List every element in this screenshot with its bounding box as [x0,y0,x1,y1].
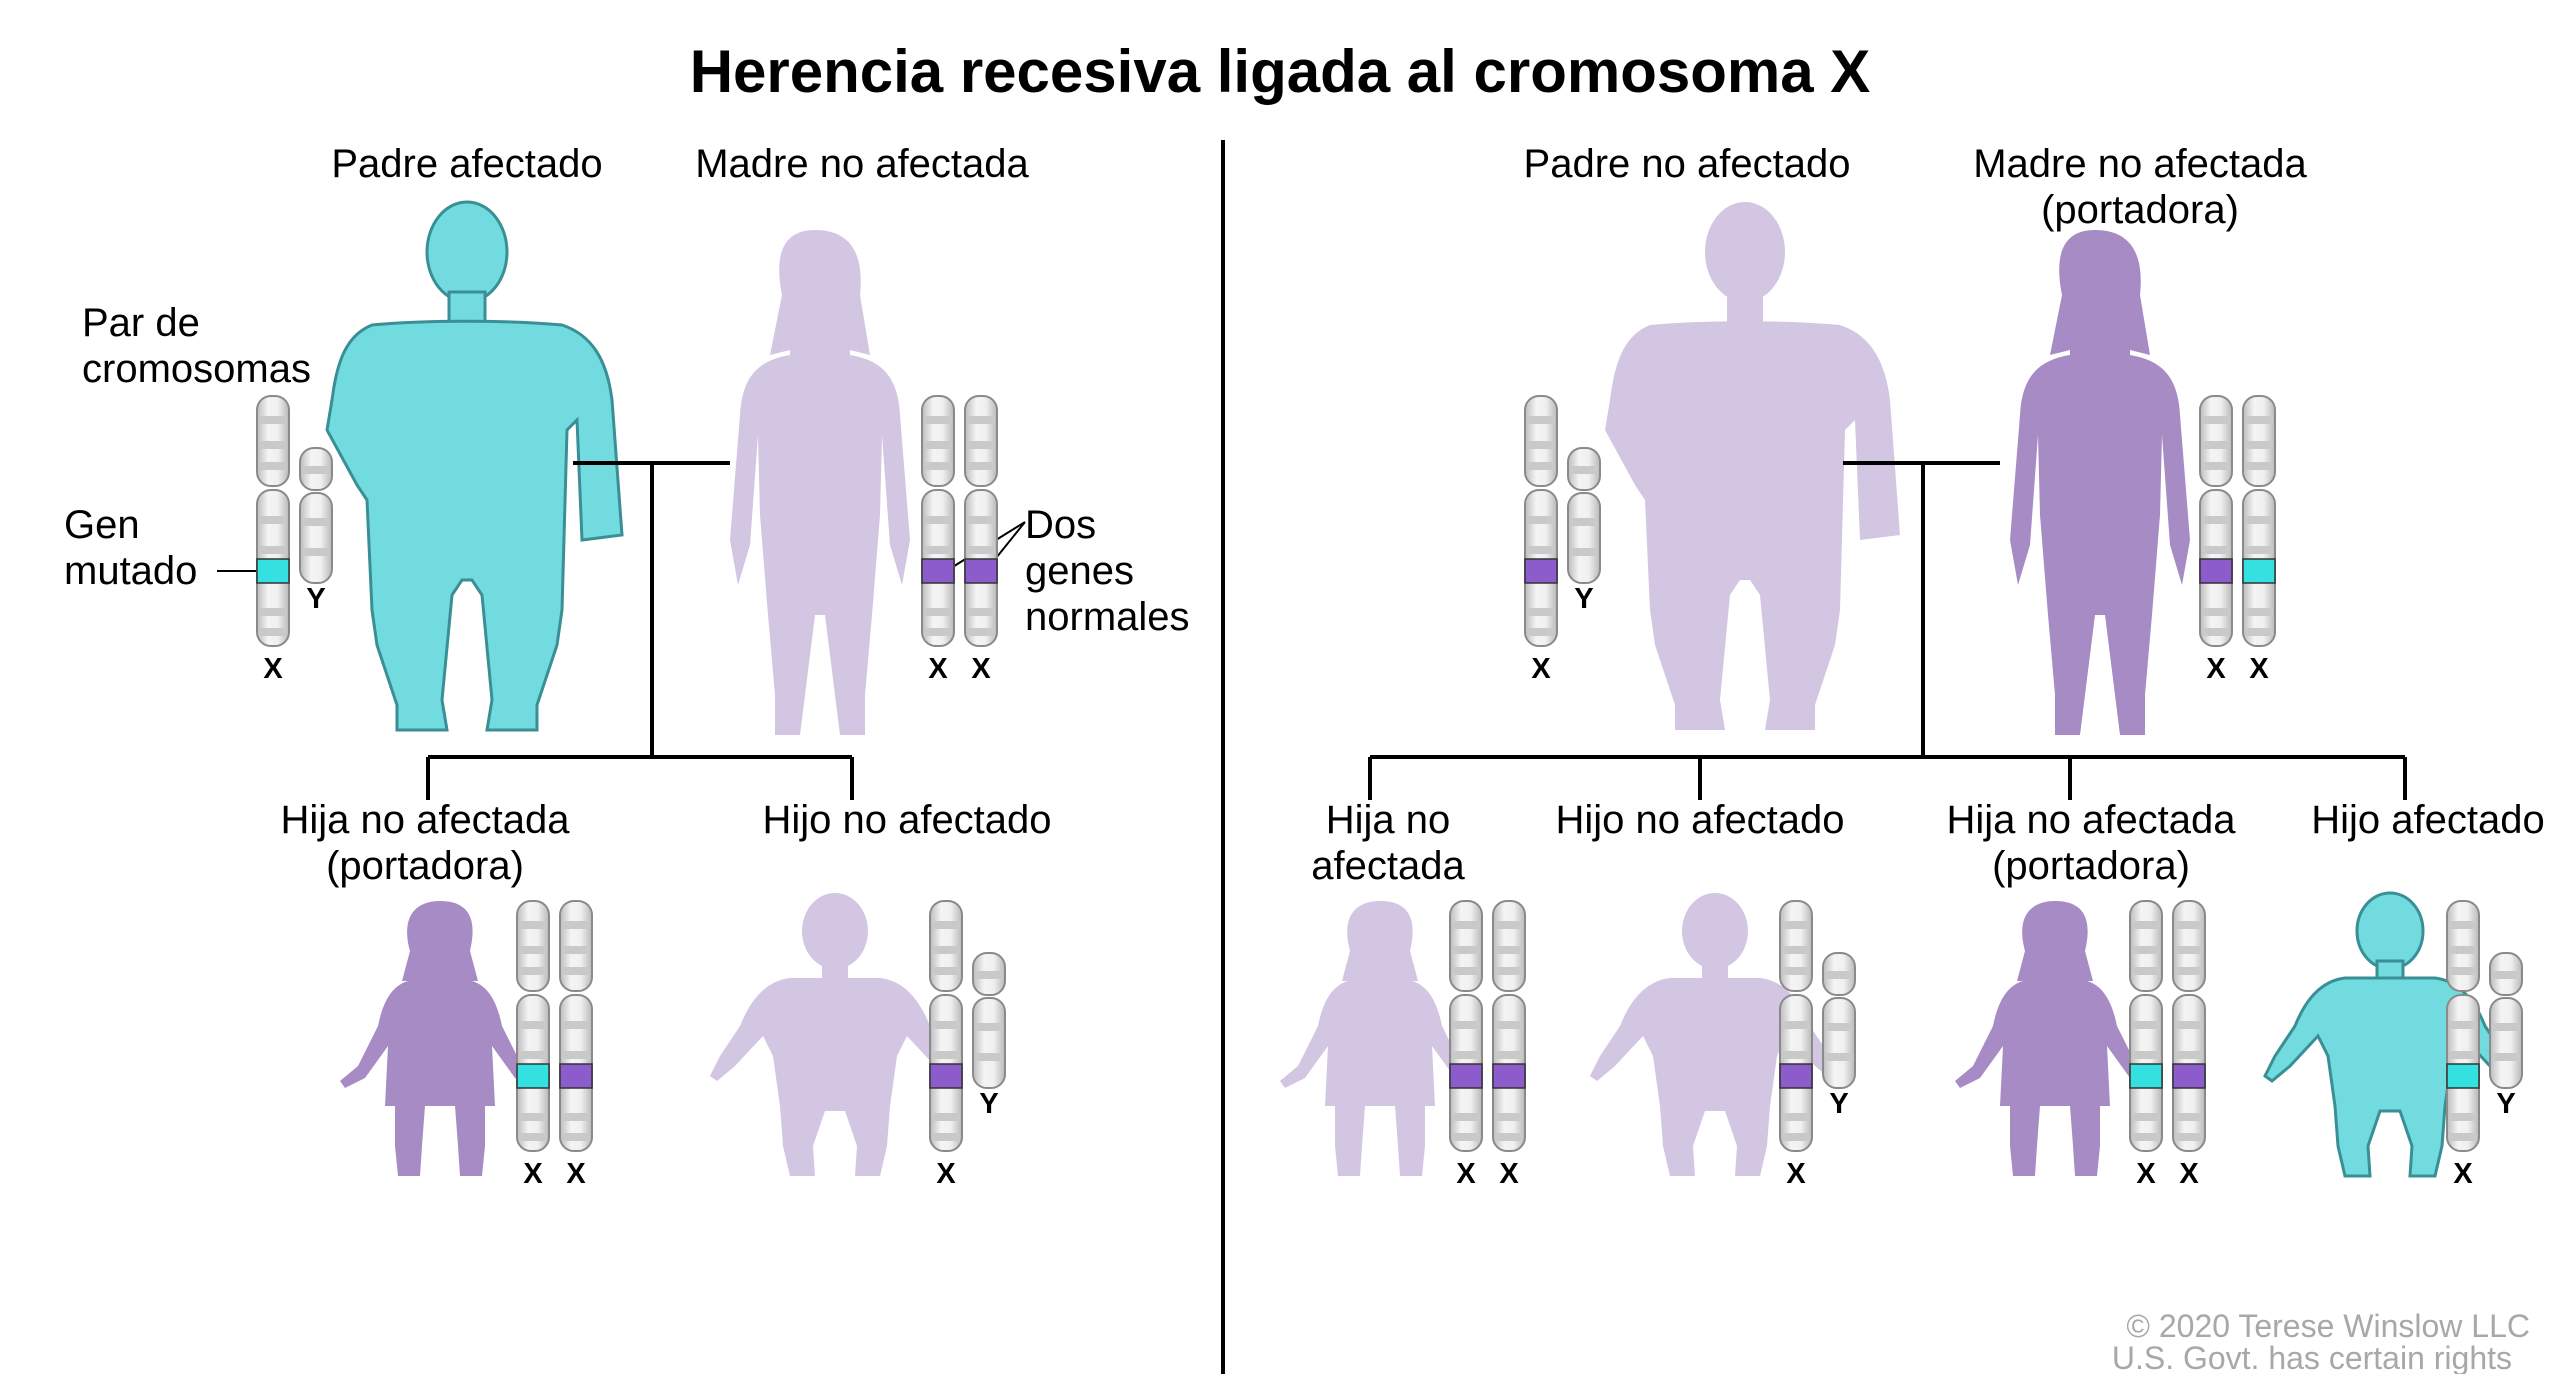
normal-genes-annotation-line-1: Dos [1025,503,1096,547]
left-son-chromosomes-y-letter: Y [979,1088,998,1120]
left-daughter-chromosomes-x1-chromosome [516,900,550,1152]
left-daughter-figure [340,901,540,1176]
left-father-chromosomes-y-chromosome [299,447,333,584]
right-son-2-chromosomes-x-letter: X [2453,1158,2473,1190]
right-mother-chromosomes-x1-chromosome [2199,395,2233,647]
right-daughter-1-chromosomes-x2-chromosome [1492,900,1526,1152]
right-father-figure [1605,202,1900,730]
mutated-gene-band [2129,1063,2163,1089]
normal-gene-band [1779,1063,1813,1089]
right-daughter-2-chromosomes-x1-chromosome [2129,900,2163,1152]
left-family: Padre afectado Madre no afectada Par de … [64,142,1190,1176]
normal-gene-band [1492,1063,1526,1089]
right-son-2-chromosomes-y-chromosome [2489,952,2523,1089]
normal-gene-band [1449,1063,1483,1089]
left-father-figure [325,200,624,732]
left-mother-figure [730,230,910,735]
left-daughter-chromosomes-x1-letter: X [523,1158,543,1190]
normal-gene-band [559,1063,593,1089]
copyright-line-1: © 2020 Terese Winslow LLC [2126,1308,2530,1344]
left-family-connector [426,461,854,800]
right-daughter-2-chromosomes-x2-letter: X [2179,1158,2199,1190]
right-son-1-chromosomes-y-letter: Y [1829,1088,1848,1120]
right-mother-label-line-1: Madre no afectada [1973,142,2307,186]
right-son-1-chromosomes-y-chromosome [1822,952,1856,1089]
normal-gene-band [921,558,955,584]
right-father-label: Padre no afectado [1524,142,1851,186]
right-daughter-2-chromosomes-x1-letter: X [2136,1158,2156,1190]
left-father-chromosomes-x-chromosome [256,395,290,647]
right-daughter-1-chromosomes-x1-chromosome [1449,900,1483,1152]
right-son-2-chromosomes-x-chromosome [2446,900,2480,1152]
left-father-label: Padre afectado [331,142,602,186]
left-mother-chromosomes-x1-chromosome [921,395,955,647]
mutated-gene-band [256,558,290,584]
right-daughter-2-chromosomes-x2-chromosome [2172,900,2206,1152]
left-son-chromosomes-x-letter: X [936,1158,956,1190]
copyright-line-2: U.S. Govt. has certain rights [2112,1340,2512,1374]
left-child-2-label: Hijo no afectado [762,798,1051,842]
right-mother-chromosomes-x2-chromosome [2242,395,2276,647]
right-family: Padre no afectado Madre no afectada (por… [1280,142,2545,1178]
right-child-1-label-line-1: Hija no [1326,798,1451,842]
diagram-title: Herencia recesiva ligada al cromosoma X [690,38,1871,105]
left-child-1-label-line-2: (portadora) [326,844,524,888]
left-mother-chromosomes-x2-letter: X [971,653,991,685]
right-father-chromosomes-y-chromosome [1567,447,1601,584]
right-son-1-chromosomes-x-chromosome [1779,900,1813,1152]
mutated-gene-band [2242,558,2276,584]
normal-gene-band [2199,558,2233,584]
left-child-1-label-line-1: Hija no afectada [280,798,570,842]
right-daughter-1-chromosomes-x1-letter: X [1456,1158,1476,1190]
right-child-4-label: Hijo afectado [2311,798,2544,842]
left-father-chromosomes-y-letter: Y [306,583,325,615]
normal-genes-annotation-line-2: genes [1025,549,1134,593]
normal-gene-band [1524,558,1558,584]
right-child-3-label-line-2: (portadora) [1992,844,2190,888]
left-son-chromosomes-y-chromosome [972,952,1006,1089]
right-mother-figure [2010,230,2190,735]
normal-genes-annotation-line-3: normales [1025,595,1190,639]
right-child-3-label-line-1: Hija no afectada [1946,798,2236,842]
right-son-1-chromosomes-x-letter: X [1786,1158,1806,1190]
normal-gene-band [929,1063,963,1089]
left-mother-label: Madre no afectada [695,142,1029,186]
mutated-gene-band [516,1063,550,1089]
right-daughter-1-chromosomes-x2-letter: X [1499,1158,1519,1190]
right-son-2-chromosomes-y-letter: Y [2496,1088,2515,1120]
right-father-chromosomes-x-chromosome [1524,395,1558,647]
right-child-2-label: Hijo no afectado [1555,798,1844,842]
left-father-chromosomes-x-letter: X [263,653,283,685]
right-daughter-2-figure [1955,901,2155,1176]
left-son-chromosomes-x-chromosome [929,900,963,1152]
mutated-gene-annotation-line-2: mutado [64,549,197,593]
normal-gene-band [964,558,998,584]
right-mother-label-line-2: (portadora) [2041,188,2239,232]
right-father-chromosomes-x-letter: X [1531,653,1551,685]
chromosome-pair-annotation-line-1: Par de [82,301,200,345]
mutated-gene-annotation-line-1: Gen [64,503,140,547]
left-daughter-chromosomes-x2-chromosome [559,900,593,1152]
right-mother-chromosomes-x2-letter: X [2249,653,2269,685]
left-son-figure [710,893,960,1176]
right-child-1-label-line-2: afectada [1311,844,1465,888]
normal-gene-band [2172,1063,2206,1089]
right-mother-chromosomes-x1-letter: X [2206,653,2226,685]
right-family-connector [1368,461,2407,800]
chromosome-pair-annotation-line-2: cromosomas [82,347,311,391]
mutated-gene-band [2446,1063,2480,1089]
left-daughter-chromosomes-x2-letter: X [566,1158,586,1190]
left-mother-chromosomes-x1-letter: X [928,653,948,685]
left-mother-chromosomes-x2-chromosome [964,395,998,647]
right-father-chromosomes-y-letter: Y [1574,583,1593,615]
